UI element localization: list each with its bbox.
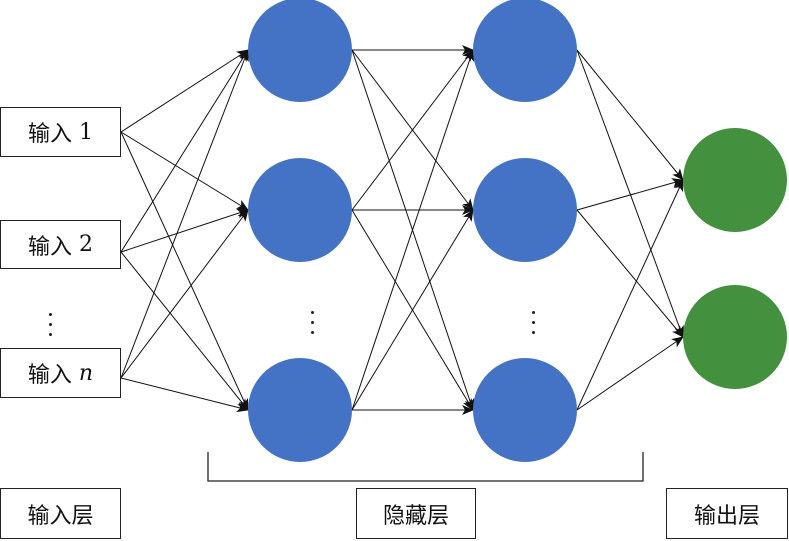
output-layer-label: 输出层 [666,488,788,539]
edge-input-to-hidden1 [120,49,249,253]
edge-input-to-hidden1 [120,49,249,133]
hidden2-node [473,0,577,102]
output-node [683,285,787,389]
input-index: n [78,360,94,386]
input-layer-label: 输入层 [0,488,121,539]
edge-hidden2-to-output [576,49,684,181]
hidden-layer-label: 隐藏层 [356,488,476,539]
edge-hidden2-to-output [576,49,684,338]
hidden1-node [248,358,352,462]
edge-input-to-hidden1 [120,209,249,379]
input-label: 输入 [27,234,72,260]
input-node-2: 输入 2 [0,220,121,269]
edge-input-to-hidden1 [120,377,249,413]
hidden1-ellipsis [311,311,315,334]
edge-input-to-hidden1 [120,131,249,211]
input-index: 1 [79,119,93,145]
edge-input-to-hidden1 [120,208,249,253]
hidden2-ellipsis [532,311,536,334]
input-node-n: 输入 n [0,348,121,398]
input-index: 2 [79,232,93,257]
hidden-layer-bracket [207,452,644,482]
edge-input-to-hidden1 [120,49,249,379]
edge-hidden1-to-hidden2 [351,49,475,411]
input-ellipsis [49,313,53,336]
edge-hidden2-to-output [576,178,684,211]
edge-hidden2-to-output [576,209,684,338]
hidden1-node [248,158,352,262]
input-node-1: 输入 1 [0,107,121,157]
edge-input-to-hidden1 [120,131,249,411]
edge-hidden1-to-hidden2 [351,49,474,211]
edge-input-to-hidden1 [120,251,249,411]
hidden1-node [248,0,352,102]
input-label: 输入 [27,122,72,147]
edge-hidden2-to-output [576,336,684,411]
input-label: 输入 [27,363,72,388]
edge-hidden2-to-output [576,179,684,411]
edge-hidden1-to-hidden2 [351,209,474,411]
hidden2-node [473,158,577,262]
output-node [683,128,787,232]
hidden2-node [473,358,577,462]
